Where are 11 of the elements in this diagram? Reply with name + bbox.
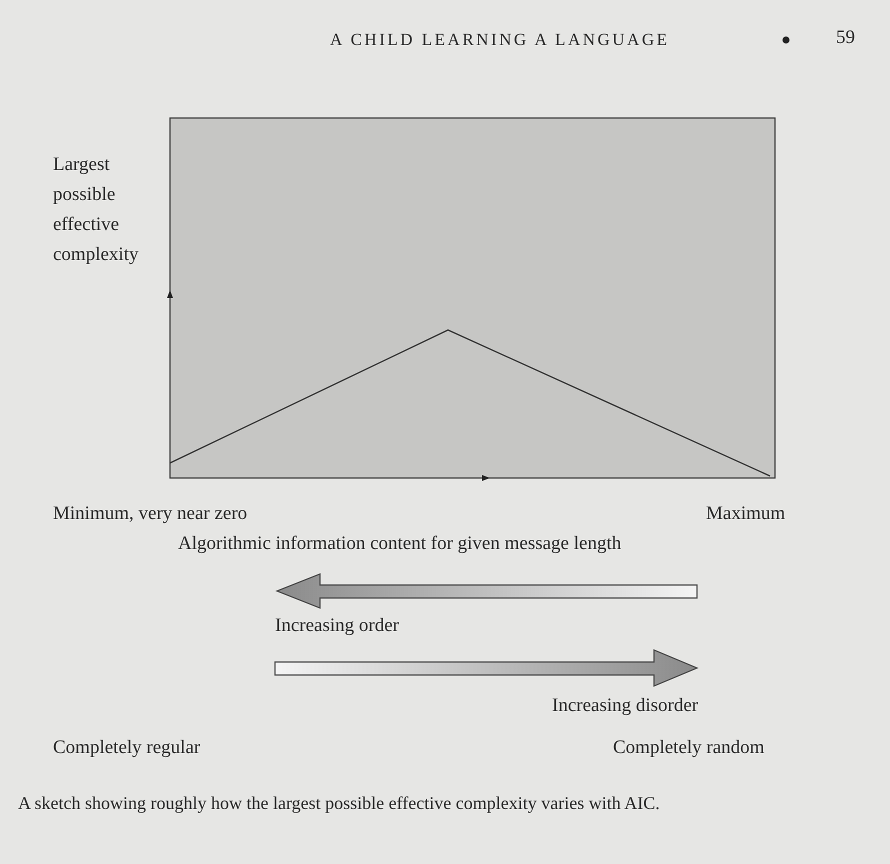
scale-end-label: Completely regular bbox=[53, 736, 200, 760]
axis-label: Largest possible effective complexity bbox=[53, 153, 140, 267]
axis-end-label: Minimum, very near zero bbox=[53, 502, 248, 526]
page-number: 59 bbox=[836, 26, 855, 50]
arrow-label: Increasing disorder bbox=[552, 694, 698, 718]
running-head: A CHILD LEARNING A LANGUAGE bbox=[330, 29, 670, 51]
axis-label: Algorithmic information content for given message length bbox=[178, 532, 622, 556]
scale-end-label: Completely random bbox=[613, 736, 764, 760]
figure-caption: A sketch showing roughly how the largest possible effective complexity varies with AIC. bbox=[18, 792, 661, 815]
arrow-label: Increasing order bbox=[275, 614, 399, 638]
axis-end-label: Maximum bbox=[706, 502, 786, 526]
